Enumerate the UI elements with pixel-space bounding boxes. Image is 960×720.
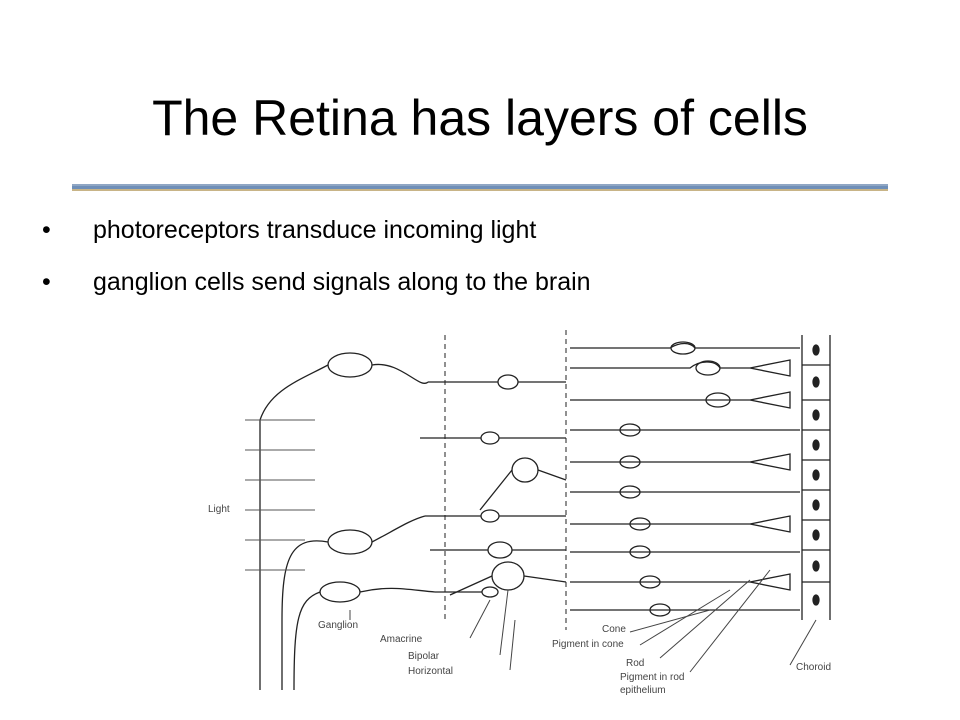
light-label: Light: [208, 504, 230, 515]
bullet-list: • photoreceptors transduce incoming ligh…: [42, 216, 591, 320]
label-pointers: [349, 569, 817, 673]
light-arrows: [245, 419, 315, 571]
choroid-label: Choroid: [796, 662, 831, 673]
bullet-marker: •: [42, 268, 51, 296]
cone-label: Cone: [602, 624, 626, 635]
bullet-marker: •: [42, 216, 51, 244]
amacrine-label: Amacrine: [380, 634, 423, 645]
bullet-text: photoreceptors transduce incoming light: [93, 216, 537, 244]
ganglion-cells: [259, 352, 436, 691]
interneurons: [420, 374, 567, 598]
slide-title: The Retina has layers of cells: [152, 90, 808, 146]
horizontal-label: Horizontal: [408, 666, 453, 677]
ganglion-label: Ganglion: [318, 620, 358, 631]
pigment-epithelium: [801, 335, 831, 620]
epithelium-label: epithelium: [620, 685, 666, 696]
bullet-item: • ganglion cells send signals along to t…: [42, 268, 591, 296]
retina-diagram: Light Ganglion Amacrine Bipolar Horizont…: [208, 330, 831, 696]
rod-pigment-label: Pigment in rod: [620, 672, 684, 683]
bullet-text: ganglion cells send signals along to the…: [93, 268, 591, 296]
bullet-item: • photoreceptors transduce incoming ligh…: [42, 216, 591, 244]
rod-label: Rod: [626, 658, 644, 669]
bipolar-label: Bipolar: [408, 651, 440, 662]
cone-pigment-label: Pigment in cone: [552, 639, 624, 650]
photoreceptors: [570, 341, 800, 617]
title-underline: [72, 184, 888, 191]
